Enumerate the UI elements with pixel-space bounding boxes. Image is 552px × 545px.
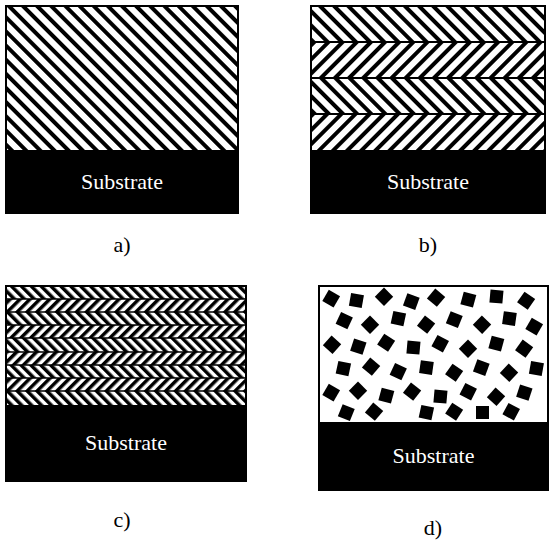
panel-label: b) [419, 232, 437, 258]
panel-label: c) [113, 507, 130, 533]
substrate-layer: Substrate [6, 405, 246, 481]
substrate-label: Substrate [393, 443, 475, 469]
substrate-layer: Substrate [319, 422, 548, 490]
substrate-layer: Substrate [6, 150, 238, 213]
substrate-label: Substrate [81, 169, 163, 195]
substrate-label: Substrate [85, 430, 167, 456]
panel-label: d) [424, 515, 442, 541]
panel-label: a) [113, 232, 130, 258]
substrate-layer: Substrate [311, 150, 545, 213]
substrate-label: Substrate [387, 169, 469, 195]
